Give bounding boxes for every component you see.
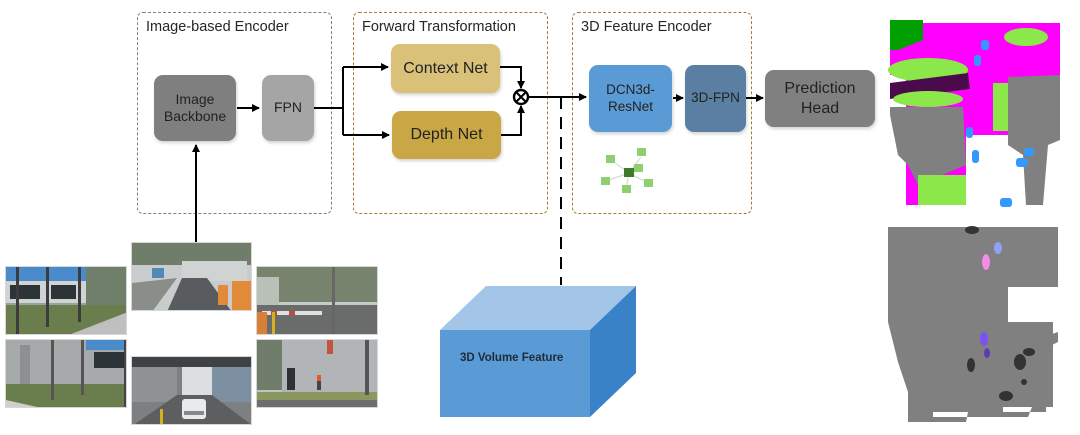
- semantic-region-vehicle: [1016, 158, 1028, 167]
- 3d-volume-feature-box: [440, 286, 636, 417]
- semantic-region-building-right: [1008, 75, 1060, 205]
- image-backbone-node: Image Backbone: [154, 75, 236, 141]
- instance-object: [994, 242, 1002, 254]
- instance-object: [1021, 379, 1027, 385]
- instance-object: [1023, 348, 1035, 356]
- prediction-head-label: Prediction Head: [784, 79, 856, 117]
- prediction-head-node: Prediction Head: [765, 70, 875, 127]
- camera-image-front-left: [5, 266, 127, 335]
- image-backbone-label: Image Backbone: [163, 90, 227, 125]
- 3d-volume-feature-label: 3D Volume Feature: [460, 352, 564, 364]
- instance-object: [980, 332, 988, 346]
- fpn-node: FPN: [262, 75, 314, 141]
- instance-object: [999, 391, 1013, 401]
- image-based-encoder-group: Image-based Encoder: [137, 12, 332, 214]
- instance-object: [967, 358, 975, 372]
- semantic-region-terrain-bottom-left: [918, 175, 966, 205]
- forward-transformation-title: Forward Transformation: [362, 19, 516, 35]
- semantic-region-terrain-right-top: [1004, 28, 1048, 46]
- semantic-region-terrain-mid: [893, 91, 963, 107]
- semantic-region-vehicle: [981, 40, 989, 50]
- instance-object: [1014, 354, 1026, 370]
- camera-image-back-left: [5, 339, 127, 408]
- arrow-depth-to-operator: [501, 105, 525, 136]
- camera-image-front-right: [256, 266, 378, 335]
- semantic-region-terrain-center: [993, 83, 1011, 131]
- instance-object: [982, 254, 990, 270]
- camera-image-back: [131, 356, 252, 425]
- semantic-region-vegetation-top-left: [890, 20, 923, 50]
- 3d-fpn-label: 3D-FPN: [691, 90, 740, 106]
- 3d-feature-encoder-group: 3D Feature Encoder: [572, 12, 752, 214]
- 3d-feature-encoder-title: 3D Feature Encoder: [581, 19, 712, 35]
- instance-occupancy-output: [888, 226, 1058, 422]
- fpn-label: FPN: [274, 99, 302, 116]
- camera-image-back-right: [256, 339, 378, 408]
- 3d-fpn-node: 3D-FPN: [685, 65, 746, 132]
- instance-object: [984, 348, 990, 358]
- context-net-node: Context Net: [391, 44, 500, 93]
- semantic-region-vehicle: [1024, 148, 1034, 156]
- sparse-voxel-icon: [601, 148, 653, 193]
- semantic-occupancy-output: [888, 20, 1068, 207]
- instance-object: [965, 226, 979, 234]
- context-net-label: Context Net: [403, 59, 488, 77]
- semantic-region-vehicle: [966, 127, 973, 138]
- arrow-context-to-operator: [500, 66, 525, 89]
- semantic-region-vehicle: [1000, 198, 1012, 207]
- camera-image-front: [131, 242, 252, 311]
- semantic-region-vehicle: [974, 55, 981, 66]
- dcn3d-resnet-node: DCN3d- ResNet: [589, 65, 672, 132]
- instance-region-free-space-mid: [908, 282, 1003, 412]
- semantic-region-building-left: [890, 107, 966, 185]
- image-based-encoder-title: Image-based Encoder: [146, 19, 289, 35]
- forward-transformation-group: Forward Transformation: [353, 12, 548, 214]
- depth-net-node: Depth Net: [392, 111, 501, 159]
- instance-region-free-space-top: [888, 227, 1058, 287]
- semantic-region-vehicle: [972, 150, 979, 163]
- outer-product-operator-icon: [512, 88, 530, 106]
- depth-net-label: Depth Net: [410, 126, 483, 143]
- dcn3d-resnet-label: DCN3d- ResNet: [606, 81, 655, 114]
